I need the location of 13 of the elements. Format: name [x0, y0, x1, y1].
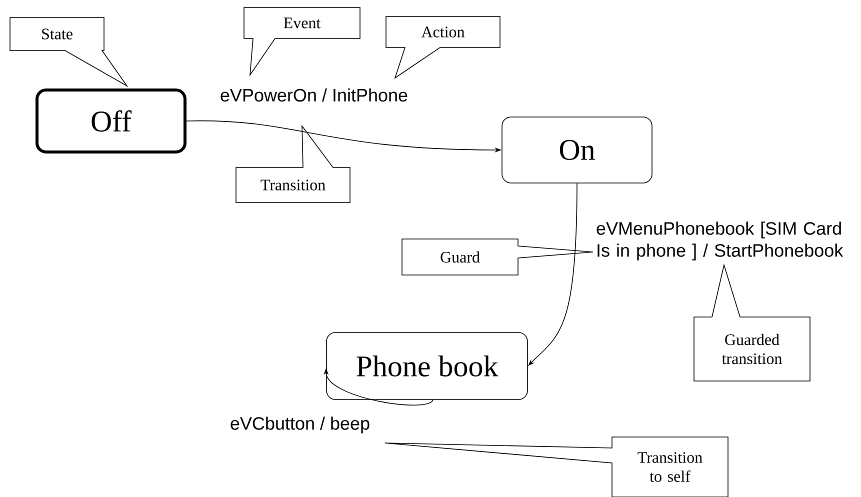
callout: State: [10, 17, 128, 88]
state-box: On: [502, 116, 652, 184]
callout: Action: [386, 16, 500, 79]
callout: Event: [244, 7, 360, 76]
callout: Guard: [402, 238, 594, 276]
callout: Guarded transition: [694, 263, 810, 382]
callout: Transition to self: [384, 436, 728, 497]
edge-label: eVMenuPhonebook [SIM Card Is in phone ] / StartPhonebook: [596, 222, 844, 260]
state-box: Off: [36, 88, 186, 154]
edge-label: eVCbutton / beep: [230, 416, 370, 434]
callout: Transition: [236, 124, 350, 203]
edge-label: eVPowerOn / InitPhone: [220, 88, 408, 102]
state-box: Phone book: [326, 332, 528, 400]
